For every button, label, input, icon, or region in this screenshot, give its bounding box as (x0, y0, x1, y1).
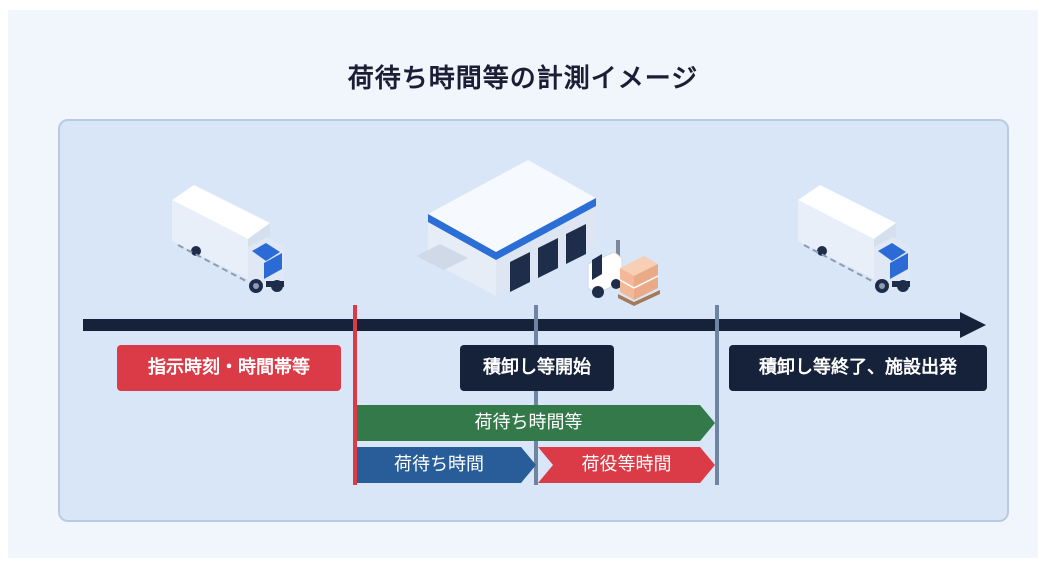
marker-instruction-time (353, 305, 357, 485)
unloading-start-label: 積卸し等開始 (460, 345, 614, 391)
unloading-end-departure-label: 積卸し等終了、施設出発 (729, 345, 987, 391)
waiting-time-bar (357, 447, 536, 483)
diagram-title: 荷待ち時間等の計測イメージ (347, 64, 699, 94)
timeline-arrow (83, 312, 986, 338)
instruction-time-label: 指示時刻・時間帯等 (117, 345, 341, 391)
total-waiting-bar-label: 荷待ち時間等 (474, 412, 583, 433)
truck-arriving-icon (172, 185, 284, 293)
waiting-time-bar-label: 荷待ち時間 (394, 454, 484, 475)
total-waiting-bar (357, 405, 715, 441)
marker-unloading-start (534, 305, 538, 485)
marker-unloading-end (715, 305, 719, 485)
handling-time-bar (538, 447, 715, 483)
warehouse-icon (416, 160, 596, 296)
forklift-icon (587, 240, 660, 306)
handling-time-bar-label: 荷役等時間 (581, 454, 672, 475)
truck-departing-icon (798, 185, 910, 293)
